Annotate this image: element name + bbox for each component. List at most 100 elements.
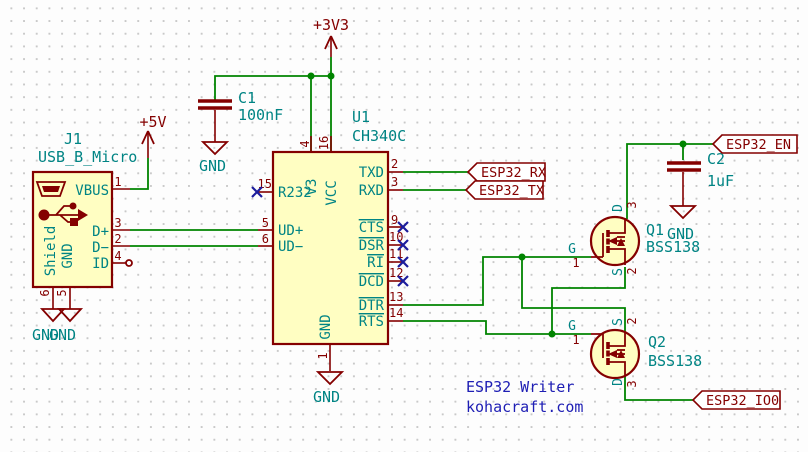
c2-value: 1uF (707, 172, 734, 190)
u1-pin6-num: 6 (262, 232, 269, 246)
u1-pin-r232-name: R232 (278, 185, 312, 201)
q2-drain-line (608, 361, 626, 377)
j1-pin-id-num: 4 (114, 249, 121, 263)
power-gnd-j1-shield[interactable]: GND (32, 308, 67, 344)
u1-pin5-num: 5 (262, 216, 269, 230)
j1-pin-dminus-num: 2 (114, 232, 121, 246)
q1-pin-d-name: D (611, 204, 626, 212)
u1-pin-rts-name: RTS (359, 314, 384, 330)
gnd-label: GND (199, 157, 226, 175)
wire-rts-q1source (551, 267, 626, 334)
junction-dot (307, 72, 315, 80)
symbol-c2-capacitor[interactable]: C2 1uF (667, 150, 734, 206)
gnd-label: GND (32, 326, 59, 344)
no-connect-x (397, 239, 409, 251)
net-label-tag[interactable] (711, 134, 798, 154)
net-label-esp32-rx[interactable]: ESP32_RX (466, 162, 546, 182)
symbol-u1-ch340c[interactable]: U1 CH340C V3 VCC GND R232 UD+ UD− TXD RX… (258, 108, 407, 371)
u1-pin-cts-name: CTS (359, 220, 384, 236)
j1-pin-vbus-num: 1 (114, 175, 121, 189)
u1-pin-vcc-name: VCC (324, 180, 340, 205)
symbol-q2-mosfet[interactable]: Q2 BSS138 G 1 S 2 D 3 (568, 317, 702, 387)
u1-body[interactable] (271, 150, 390, 346)
u1-pin1-num: 1 (316, 352, 330, 359)
j1-value: USB_B_Micro (38, 148, 137, 166)
wire-dtr-q2source (521, 257, 626, 331)
trident-left-dot (38, 209, 50, 221)
u1-pin-dtr-name: DTR (359, 298, 385, 314)
p5v-label: +5V (139, 113, 166, 131)
trident-square (70, 218, 78, 226)
u1-pin-dcd-name: DCD (359, 274, 384, 290)
u1-pin13-num: 13 (389, 290, 403, 304)
symbol-c1-capacitor[interactable]: C1 100nF (198, 89, 283, 142)
q1-substrate-arrow (608, 237, 617, 245)
comment-line2: kohacraft.com (466, 398, 583, 416)
p3v3-label: +3V3 (313, 16, 349, 34)
trident-arrow (78, 209, 88, 221)
q1-ref: Q1 (646, 221, 664, 239)
symbol-j1-usb-connector[interactable]: J1 USB_B_Micro VBUS D+ D− ID Shield GND … (31, 130, 137, 309)
gnd-triangle (315, 371, 345, 386)
junction-dot (679, 140, 687, 148)
wire-rts-q2gate (403, 320, 591, 335)
q2-value: BSS138 (648, 352, 702, 370)
q2-pin-d-name: D (611, 378, 626, 386)
wire-io0 (624, 376, 693, 401)
q2-pin-g-num: 1 (572, 333, 579, 347)
j1-pin-id-name: ID (92, 256, 109, 272)
net-label-tag[interactable] (691, 390, 781, 410)
gnd-label: GND (667, 225, 694, 243)
net-label-esp32-io0[interactable]: ESP32_IO0 (691, 390, 781, 410)
gnd-label: GND (313, 388, 340, 406)
no-connect-marks (251, 186, 409, 287)
q1-gate-line (591, 233, 604, 258)
q1-value: BSS138 (646, 238, 700, 256)
power-flag-3v3[interactable]: +3V3 (313, 16, 349, 57)
no-connect-x (397, 275, 409, 287)
q1-pin-s-name: S (611, 268, 626, 276)
junction-dot (518, 253, 526, 261)
u1-pin-ri-name: RI (367, 255, 384, 271)
p5v-arrow (141, 130, 155, 145)
power-flag-5v[interactable]: +5V (139, 113, 167, 158)
q1-pin-g-name: G (568, 242, 576, 257)
c1-ref: C1 (238, 89, 256, 107)
trident-top-dot (69, 202, 77, 210)
power-gnd-c1[interactable]: GND (199, 141, 230, 175)
net-label-tag[interactable] (466, 162, 546, 182)
net-label-tag[interactable] (464, 180, 544, 200)
q2-pin-d-num: 3 (625, 380, 639, 387)
u1-pin-dsr-name: DSR (359, 238, 385, 254)
q2-substrate-arrow (608, 350, 617, 358)
u1-pin16-num: 16 (317, 136, 331, 150)
q1-pin-d-num: 3 (625, 201, 639, 208)
q2-diode-triangle (617, 350, 625, 358)
u1-pin14-num: 14 (389, 306, 403, 320)
u1-pin3-num: 3 (391, 175, 398, 189)
q2-gate-line (591, 333, 604, 358)
usb-trident-icon (38, 202, 88, 226)
u1-pin2-num: 2 (391, 157, 398, 171)
u1-pin-rxd-name: RXD (359, 183, 384, 199)
c1-value: 100nF (238, 106, 283, 124)
j1-ref: J1 (64, 130, 82, 148)
u1-pin-v3-name: V3 (304, 179, 320, 196)
net-label-esp32-en[interactable]: ESP32_EN (711, 134, 798, 154)
no-connect-x (251, 186, 263, 198)
q1-source-line (608, 248, 626, 265)
power-gnd-j1-gnd[interactable]: GND (49, 308, 84, 344)
net-label-esp32-tx[interactable]: ESP32_TX (464, 180, 544, 200)
net-label-text: ESP32_RX (481, 165, 546, 181)
j1-pin-dplus-num: 3 (114, 216, 121, 230)
q2-ref: Q2 (648, 333, 666, 351)
j1-pin-gnd-name: GND (60, 243, 76, 268)
j1-pin-shield-num: 6 (38, 289, 52, 296)
j1-pin-shield-name: Shield (43, 226, 59, 277)
power-gnd-c2[interactable]: GND (667, 205, 698, 243)
power-gnd-u1[interactable]: GND (313, 371, 345, 406)
p3v3-arrow (324, 35, 338, 50)
u1-pin4-num: 4 (298, 140, 312, 147)
symbol-q1-mosfet[interactable]: Q1 BSS138 G 1 D 3 S 2 (568, 201, 700, 276)
